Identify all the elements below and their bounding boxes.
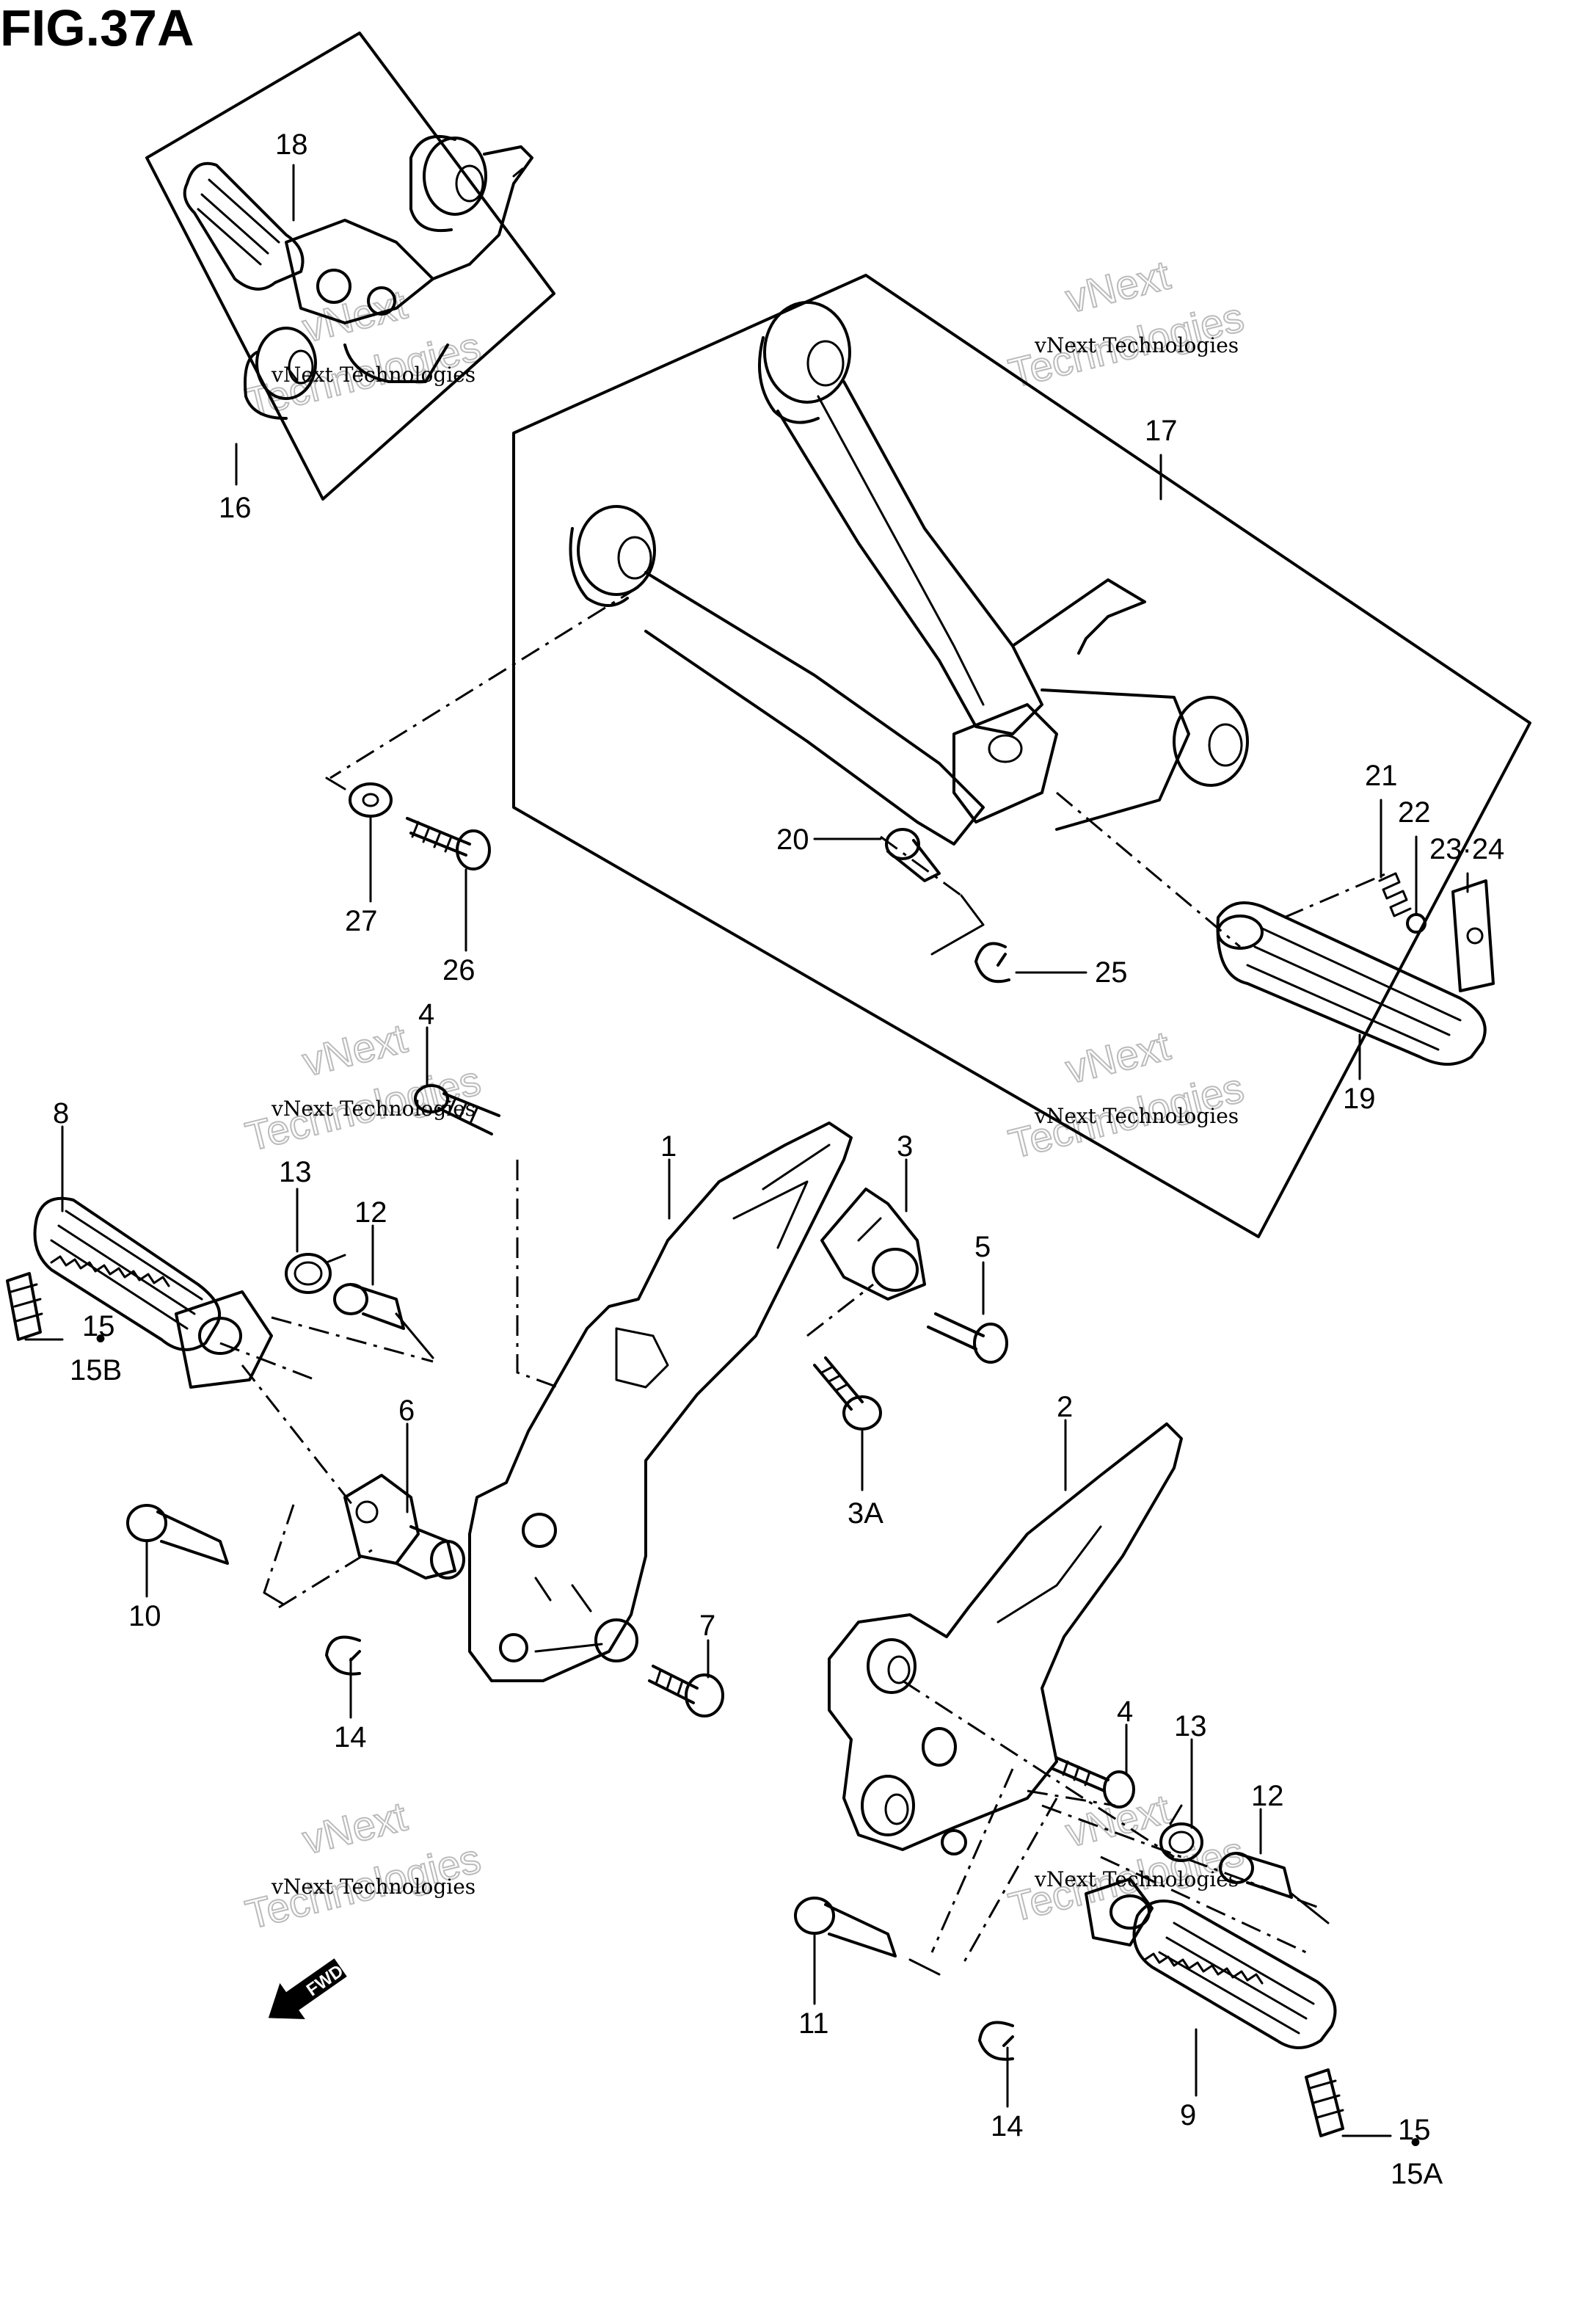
callout-7: 7	[699, 1610, 715, 1642]
part-3-stopper	[820, 1188, 926, 1301]
part-4-bolt-left	[414, 1084, 500, 1135]
assembly-lines-upper	[325, 586, 1388, 956]
callout-11: 11	[798, 2007, 829, 2040]
callout-4-right: 4	[1117, 1695, 1133, 1728]
part-11-pin-right	[794, 1897, 897, 1957]
callout-3a: 3A	[848, 1497, 883, 1530]
watermark-1: vNext Technologies vNext Technologies	[241, 280, 486, 426]
callout-2: 2	[1057, 1391, 1073, 1423]
callout-20: 20	[776, 824, 809, 856]
callout-15-right: 15	[1398, 2114, 1431, 2146]
part-14-clip-left	[325, 1635, 361, 1676]
part-15-rubber-right	[1305, 2068, 1344, 2137]
part-13-spring-right	[1159, 1804, 1203, 1862]
callout-13-right: 13	[1174, 1710, 1207, 1742]
fwd-arrow: FWD	[268, 1958, 347, 2020]
assembly-lines-right	[902, 1679, 1330, 1976]
part-27-washer	[349, 782, 393, 818]
callout-22: 22	[1398, 796, 1431, 829]
part-1-bracket-left	[468, 1122, 853, 1682]
watermark-4: vNext Technologies vNext Technologies	[1004, 1021, 1249, 1168]
part-2-bracket-right	[828, 1422, 1183, 1855]
part-4-bolt-right	[1052, 1756, 1135, 1808]
callout-14-left: 14	[334, 1721, 367, 1753]
svg-text:vNext Technologies: vNext Technologies	[271, 1875, 475, 1899]
callout-16: 16	[219, 492, 252, 524]
callout-9: 9	[1180, 2099, 1196, 2131]
callout-6: 6	[398, 1395, 415, 1427]
part-9-footpeg-right	[1085, 1877, 1337, 2049]
callout-1: 1	[660, 1130, 677, 1163]
callout-14-right: 14	[991, 2110, 1024, 2142]
callout-15-left: 15	[82, 1310, 115, 1342]
callout-12-left: 12	[354, 1196, 387, 1229]
callout-15a: 15A	[1391, 2158, 1443, 2190]
callout-8: 8	[53, 1097, 69, 1130]
callout-4-left: 4	[418, 998, 434, 1030]
part-22-ball	[1406, 913, 1426, 934]
part-25-clip	[974, 942, 1010, 984]
svg-text:vNext: vNext	[298, 280, 412, 351]
part-18-footrest-assembly	[183, 134, 533, 420]
part-21-spring	[1378, 872, 1412, 917]
svg-text:vNext Technologies: vNext Technologies	[1034, 1104, 1239, 1128]
part-13-spring-left	[285, 1253, 346, 1294]
part-7-bolt	[648, 1665, 724, 1717]
part-12-collar-left	[333, 1283, 405, 1330]
part-15-rubber-left	[6, 1272, 43, 1341]
svg-text:vNext: vNext	[1061, 251, 1175, 321]
svg-text:vNext Technologies: vNext Technologies	[271, 1097, 475, 1121]
callout-23-24: 23·24	[1429, 833, 1504, 865]
callout-labels: 18 16 17 20 21 22 23·24 25 19 27 26 4 8 …	[53, 128, 1504, 2190]
part-20-pin	[885, 828, 941, 882]
callout-dot-right: •	[1410, 2126, 1421, 2159]
part-23-24-plate	[1451, 879, 1495, 992]
svg-text:vNext: vNext	[298, 1792, 412, 1863]
callout-3: 3	[897, 1130, 913, 1163]
svg-text:vNext Technologies: vNext Technologies	[1034, 333, 1239, 357]
watermark-2: vNext Technologies vNext Technologies	[1004, 250, 1249, 397]
callout-12-right: 12	[1251, 1780, 1284, 1812]
watermark-3: vNext Technologies vNext Technologies	[241, 1014, 486, 1160]
callout-19: 19	[1343, 1083, 1376, 1115]
part-14-clip-right	[978, 2021, 1014, 2061]
figure-title: FIG.37A	[0, 0, 194, 57]
assembly-17-box	[512, 274, 1531, 1238]
callout-13-left: 13	[279, 1156, 312, 1188]
callout-17: 17	[1145, 415, 1178, 447]
callout-18: 18	[275, 128, 308, 161]
callout-10: 10	[128, 1600, 161, 1632]
part-19-footpeg	[1216, 901, 1487, 1066]
callout-26: 26	[442, 954, 475, 986]
leader-lines	[24, 164, 1469, 2137]
part-6-pivot	[343, 1474, 465, 1579]
part-10-pin-left	[126, 1504, 229, 1565]
svg-text:vNext: vNext	[1061, 1022, 1175, 1092]
part-3a-bolt	[813, 1356, 882, 1431]
watermark-5: vNext Technologies vNext Technologies	[241, 1792, 486, 1938]
callout-15b: 15B	[70, 1354, 122, 1386]
callout-5: 5	[974, 1231, 991, 1263]
watermark-group: vNext Technologies vNext Technologies vN…	[241, 250, 1249, 1938]
callout-21: 21	[1365, 760, 1398, 792]
callout-27: 27	[345, 905, 378, 937]
svg-text:vNext: vNext	[298, 1014, 412, 1085]
callout-25: 25	[1095, 956, 1128, 989]
part-5-bolt	[927, 1312, 1008, 1364]
assembly-16-box	[145, 32, 555, 501]
assembly-lines-left	[219, 1160, 874, 1609]
part-17-bracket	[569, 301, 1249, 846]
callout-dot-left: •	[95, 1323, 106, 1355]
part-26-bolt	[406, 817, 491, 870]
